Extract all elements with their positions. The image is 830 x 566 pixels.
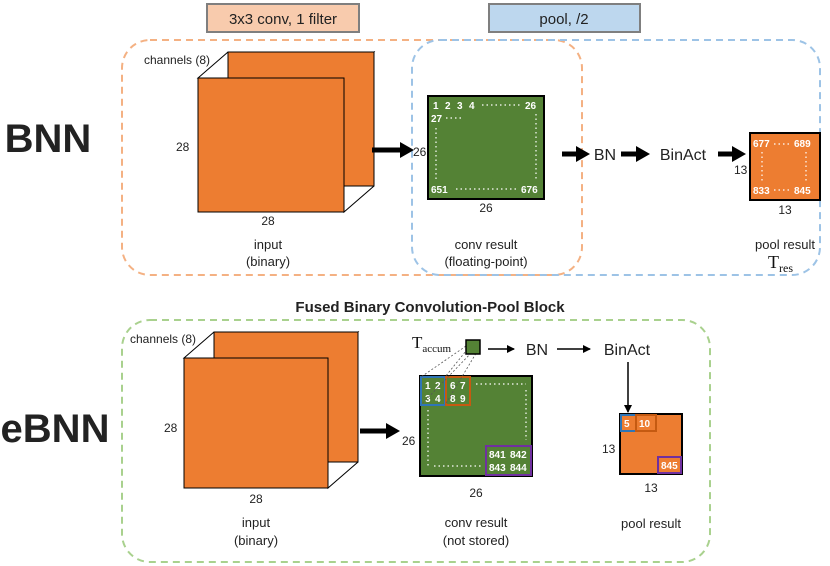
bnn-pool-side-label: 13 [734, 163, 748, 177]
ebnn-input-height-label: 28 [164, 421, 178, 435]
ebnn-pool-cell-10: 10 [639, 419, 651, 430]
ebnn-pool-bottom-label: 13 [644, 481, 658, 495]
ebnn-pool-cell-845: 845 [661, 461, 678, 472]
pool-op-label-box: pool, /2 [488, 3, 641, 33]
bnn-input-caption-1: input [254, 237, 283, 252]
bnn-arrow-conv-to-bn [562, 146, 590, 162]
bnn-pool-result-grid: 677 689 833 845 [749, 132, 821, 201]
bnn-input-caption-2: (binary) [246, 254, 290, 269]
bnn-conv-side-label: 26 [413, 145, 427, 159]
ebnn-conv-cell-6: 6 [450, 381, 456, 392]
ebnn-title: eBNN [1, 407, 110, 451]
bnn-bn-label: BN [594, 147, 616, 164]
bnn-pool-cell-833: 833 [753, 186, 770, 197]
bnn-pool-cell-677: 677 [753, 139, 770, 150]
ebnn-conv-side-label: 26 [402, 434, 416, 448]
ebnn-conv-cell-2: 2 [435, 381, 441, 392]
bnn-t-res-label: Tres [768, 252, 793, 275]
bnn-conv-cell-676: 676 [521, 185, 538, 196]
ebnn-conv-cell-844: 844 [510, 463, 527, 474]
ebnn-conv-cell-843: 843 [489, 463, 506, 474]
bnn-input-cube [196, 50, 376, 214]
ebnn-conv-cell-1: 1 [425, 381, 431, 392]
ebnn-accumulator-cell [465, 339, 481, 355]
bnn-arrow-bn-to-binact [621, 146, 650, 162]
bnn-conv-cell-4: 4 [469, 101, 475, 112]
bnn-conv-cell-26: 26 [525, 101, 537, 112]
ebnn-conv-cell-841: 841 [489, 450, 506, 461]
ebnn-conv-cell-9: 9 [460, 394, 466, 405]
ebnn-conv-cell-7: 7 [460, 381, 466, 392]
bnn-pool-caption: pool result [755, 237, 815, 252]
bnn-conv-cell-1: 1 [433, 101, 439, 112]
ebnn-pool-side-label: 13 [602, 442, 616, 456]
bnn-title: BNN [5, 117, 92, 161]
ebnn-conv-cell-8: 8 [450, 394, 456, 405]
ebnn-conv-cell-4: 4 [435, 394, 441, 405]
bnn-channels-label: channels (8) [144, 53, 210, 67]
bnn-conv-cell-27: 27 [431, 114, 443, 125]
bnn-input-width-label: 28 [261, 214, 275, 228]
bnn-arrow-input-to-conv [372, 142, 414, 158]
bnn-pool-cell-689: 689 [794, 139, 811, 150]
bnn-conv-cell-3: 3 [457, 101, 463, 112]
ebnn-binact-label: BinAct [604, 342, 651, 359]
bnn-input-height-label: 28 [176, 140, 190, 154]
conv-op-label-box: 3x3 conv, 1 filter [206, 3, 360, 33]
ebnn-block-title: Fused Binary Convolution-Pool Block [295, 299, 565, 316]
conv-op-label: 3x3 conv, 1 filter [229, 11, 337, 28]
ebnn-conv-caption-2: (not stored) [443, 533, 509, 548]
pool-op-label: pool, /2 [539, 11, 588, 28]
ebnn-conv-bottom-label: 26 [469, 486, 483, 500]
bnn-conv-result-grid: 1 2 3 4 26 27 651 676 [427, 95, 545, 200]
ebnn-pool-caption: pool result [621, 516, 681, 531]
ebnn-conv-cell-3: 3 [425, 394, 431, 405]
bnn-conv-cell-651: 651 [431, 185, 448, 196]
ebnn-bn-label: BN [526, 342, 548, 359]
ebnn-input-width-label: 28 [249, 492, 263, 506]
bnn-conv-cell-2: 2 [445, 101, 451, 112]
ebnn-fused-block-region [121, 319, 711, 563]
ebnn-input-caption-2: (binary) [234, 533, 278, 548]
ebnn-input-caption-1: input [242, 515, 271, 530]
bnn-conv-caption-1: conv result [455, 237, 518, 252]
ebnn-conv-cell-842: 842 [510, 450, 527, 461]
ebnn-accum-fan-lines [420, 345, 479, 406]
bnn-conv-caption-2: (floating-point) [444, 254, 527, 269]
ebnn-pool-result-grid: 5 10 845 [619, 413, 683, 475]
ebnn-conv-caption-1: conv result [445, 515, 508, 530]
bnn-binact-label: BinAct [660, 147, 707, 164]
ebnn-channels-label: channels (8) [130, 332, 196, 346]
ebnn-t-accum-label: Taccum [412, 333, 452, 355]
bnn-conv-bottom-label: 26 [479, 201, 493, 215]
bnn-pool-cell-845: 845 [794, 186, 811, 197]
ebnn-input-cube [182, 330, 360, 490]
ebnn-pool-cell-5: 5 [624, 419, 630, 430]
bnn-pool-bottom-label: 13 [778, 203, 792, 217]
ebnn-arrow-input-to-conv [360, 423, 400, 439]
bnn-arrow-binact-to-pool [718, 146, 746, 162]
ebnn-conv-result-grid: 1 2 3 4 6 7 8 9 841 842 843 844 [419, 375, 533, 477]
